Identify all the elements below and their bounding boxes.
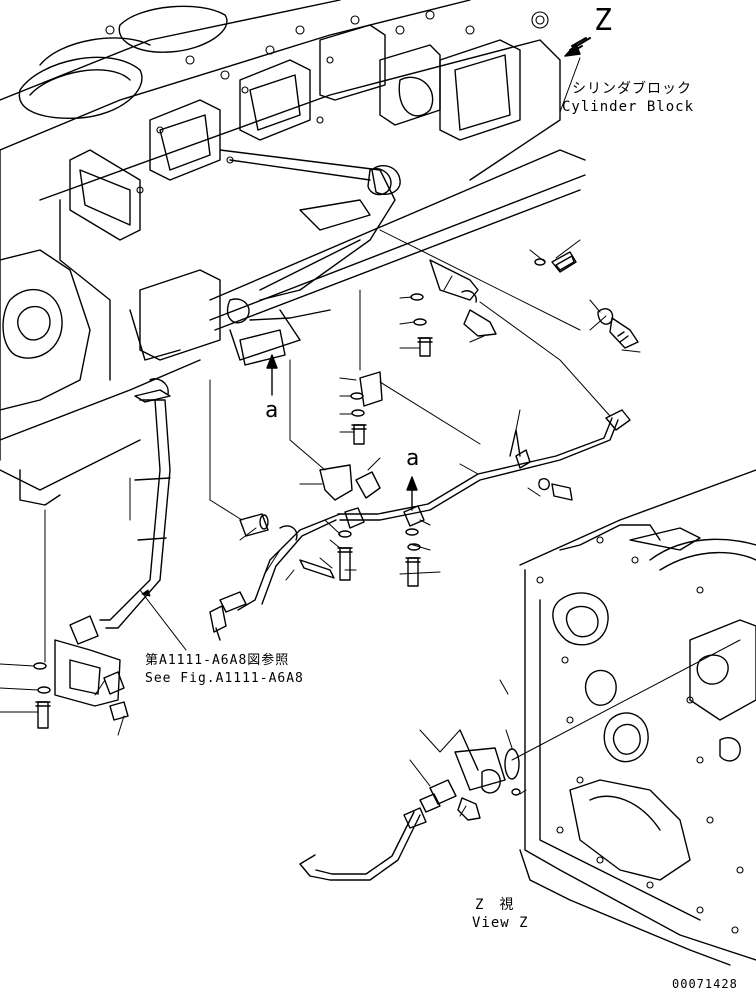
view-z-sensor-assembly bbox=[299, 729, 521, 881]
cylinder-block-label-en: Cylinder Block bbox=[562, 99, 695, 115]
tube-assembly bbox=[209, 409, 631, 641]
brackets-and-bolts bbox=[299, 371, 573, 587]
arrow-a-right-label: a bbox=[406, 446, 420, 471]
washer-bolt-set-upper-right bbox=[410, 251, 639, 357]
arrow-a-right bbox=[406, 476, 418, 511]
front-gear-case bbox=[519, 469, 756, 966]
block-bolt-holes bbox=[105, 10, 549, 194]
gear-case-bolt-holes bbox=[536, 536, 744, 934]
cylinder-block bbox=[0, 0, 586, 506]
arrow-a-left-label: a bbox=[265, 398, 279, 423]
gauge-tube bbox=[33, 378, 171, 729]
document-number: 00071428 bbox=[672, 977, 738, 991]
arrow-a-left bbox=[266, 354, 278, 396]
view-z-arrow bbox=[564, 37, 591, 57]
view-z-caption-en: View Z bbox=[472, 915, 529, 931]
cylinder-block-label-jp: シリンダブロック bbox=[572, 81, 692, 97]
leader-lines bbox=[0, 57, 741, 817]
view-z-letter: Z bbox=[594, 3, 613, 38]
figure-reference-en: See Fig.A1111-A6A8 bbox=[145, 671, 304, 686]
view-z-caption-jp: Z 視 bbox=[475, 897, 515, 913]
figure-reference-jp: 第A1111-A6A8図参照 bbox=[145, 653, 290, 668]
